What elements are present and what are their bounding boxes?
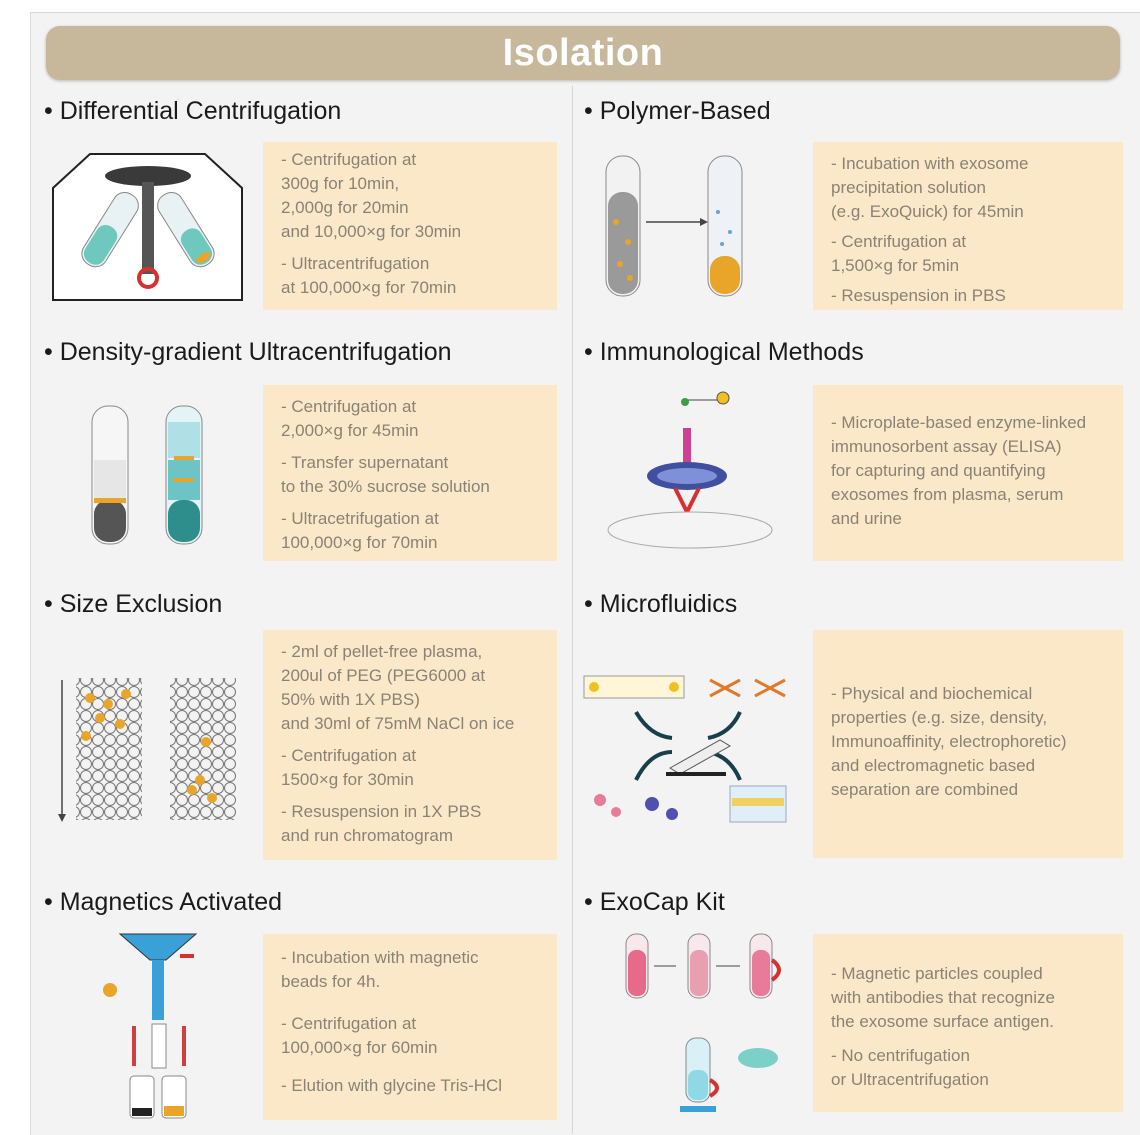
elisa-illustration bbox=[607, 391, 773, 549]
step-line: - No centrifugation bbox=[831, 1046, 970, 1065]
step-line: 100,000×g for 70min bbox=[281, 533, 438, 552]
differential-steps: - Centrifugation at 300g for 10min, 2,00… bbox=[263, 142, 557, 310]
size-title: • Size Exclusion bbox=[44, 590, 223, 618]
step-line: - Elution with glycine Tris-HCl bbox=[281, 1076, 503, 1095]
polymer-illustration bbox=[605, 155, 743, 297]
step-line: (e.g. ExoQuick) for 45min bbox=[831, 202, 1024, 221]
step-line: 100,000×g for 60min bbox=[281, 1038, 438, 1057]
immuno-steps: - Microplate-based enzyme-linked immunos… bbox=[813, 385, 1123, 561]
density-illustration bbox=[91, 405, 203, 545]
microfluidics-illustration bbox=[583, 675, 787, 823]
step-line: precipitation solution bbox=[831, 178, 986, 197]
magnetic-illustration bbox=[103, 933, 198, 1119]
step-line: 200ul of PEG (PEG6000 at bbox=[281, 666, 486, 685]
differential-title: • Differential Centrifugation bbox=[44, 97, 342, 125]
isolation-banner: Isolation bbox=[46, 26, 1120, 80]
step-line: 1,500×g for 5min bbox=[831, 256, 960, 275]
step-line: - 2ml of pellet-free plasma, bbox=[281, 642, 483, 661]
step-line: - Ultracentrifugation bbox=[281, 254, 430, 273]
step-line: - Resuspension in PBS bbox=[831, 286, 1006, 305]
step-line: at 100,000×g for 70min bbox=[281, 278, 457, 297]
size-steps: - 2ml of pellet-free plasma, 200ul of PE… bbox=[263, 630, 557, 860]
step-line: - Centrifugation at bbox=[831, 232, 967, 251]
exocap-illustration bbox=[625, 933, 781, 1112]
polymer-title: • Polymer-Based bbox=[584, 97, 771, 125]
step-line: with antibodies that recognize bbox=[831, 988, 1055, 1007]
step-line: properties (e.g. size, density, bbox=[831, 708, 1048, 727]
step-line: the exosome surface antigen. bbox=[831, 1012, 1055, 1031]
step-line: and run chromatogram bbox=[281, 826, 453, 845]
step-line: - Centrifugation at bbox=[281, 746, 417, 765]
step-line: and electromagnetic based bbox=[831, 756, 1036, 775]
step-line: - Microplate-based enzyme-linked bbox=[831, 413, 1087, 432]
step-line: - Centrifugation at bbox=[281, 1014, 417, 1033]
step-line: - Incubation with exosome bbox=[831, 154, 1029, 173]
step-line: - Physical and biochemical bbox=[831, 684, 1033, 703]
step-line: for capturing and quantifying bbox=[831, 461, 1046, 480]
microfluidics-title: • Microfluidics bbox=[584, 590, 738, 618]
immuno-title: • Immunological Methods bbox=[584, 338, 864, 366]
step-line: - Centrifugation at bbox=[281, 397, 417, 416]
step-line: - Incubation with magnetic bbox=[281, 948, 479, 967]
exocap-title: • ExoCap Kit bbox=[584, 888, 725, 916]
step-line: 50% with 1X PBS) bbox=[281, 690, 420, 709]
step-line: 1500×g for 30min bbox=[281, 770, 414, 789]
step-line: 2,000×g for 45min bbox=[281, 421, 419, 440]
magnetic-steps: - Incubation with magnetic beads for 4h.… bbox=[263, 934, 557, 1120]
step-line: immunosorbent assay (ELISA) bbox=[831, 437, 1062, 456]
polymer-steps: - Incubation with exosome precipitation … bbox=[813, 142, 1123, 310]
page-title: Isolation bbox=[502, 31, 664, 74]
step-line: - Magnetic particles coupled bbox=[831, 964, 1043, 983]
step-line: separation are combined bbox=[831, 780, 1019, 799]
magnetic-title: • Magnetics Activated bbox=[44, 888, 283, 916]
step-line: Immunoaffinity, electrophoretic) bbox=[831, 732, 1067, 751]
step-line: 2,000g for 20min bbox=[281, 198, 409, 217]
centrifuge-illustration bbox=[52, 153, 243, 301]
step-line: and urine bbox=[831, 509, 902, 528]
step-line: - Centrifugation at bbox=[281, 150, 417, 169]
step-line: and 10,000×g for 30min bbox=[281, 222, 462, 241]
step-line: and 30ml of 75mM NaCl on ice bbox=[281, 714, 515, 733]
column-divider bbox=[572, 86, 573, 1134]
step-line: to the 30% sucrose solution bbox=[281, 477, 490, 496]
step-line: or Ultracentrifugation bbox=[831, 1070, 989, 1089]
step-line: exosomes from plasma, serum bbox=[831, 485, 1064, 504]
density-title: • Density-gradient Ultracentrifugation bbox=[44, 338, 452, 366]
step-line: 300g for 10min, bbox=[281, 174, 400, 193]
microfluidics-steps: - Physical and biochemical properties (e… bbox=[813, 630, 1123, 858]
density-steps: - Centrifugation at 2,000×g for 45min - … bbox=[263, 385, 557, 561]
step-line: - Resuspension in 1X PBS bbox=[281, 802, 482, 821]
exocap-steps: - Magnetic particles coupled with antibo… bbox=[813, 934, 1123, 1112]
step-line: - Transfer supernatant bbox=[281, 453, 449, 472]
step-line: - Ultracetrifugation at bbox=[281, 509, 439, 528]
step-line: beads for 4h. bbox=[281, 972, 381, 991]
size-exclusion-illustration bbox=[58, 678, 236, 822]
